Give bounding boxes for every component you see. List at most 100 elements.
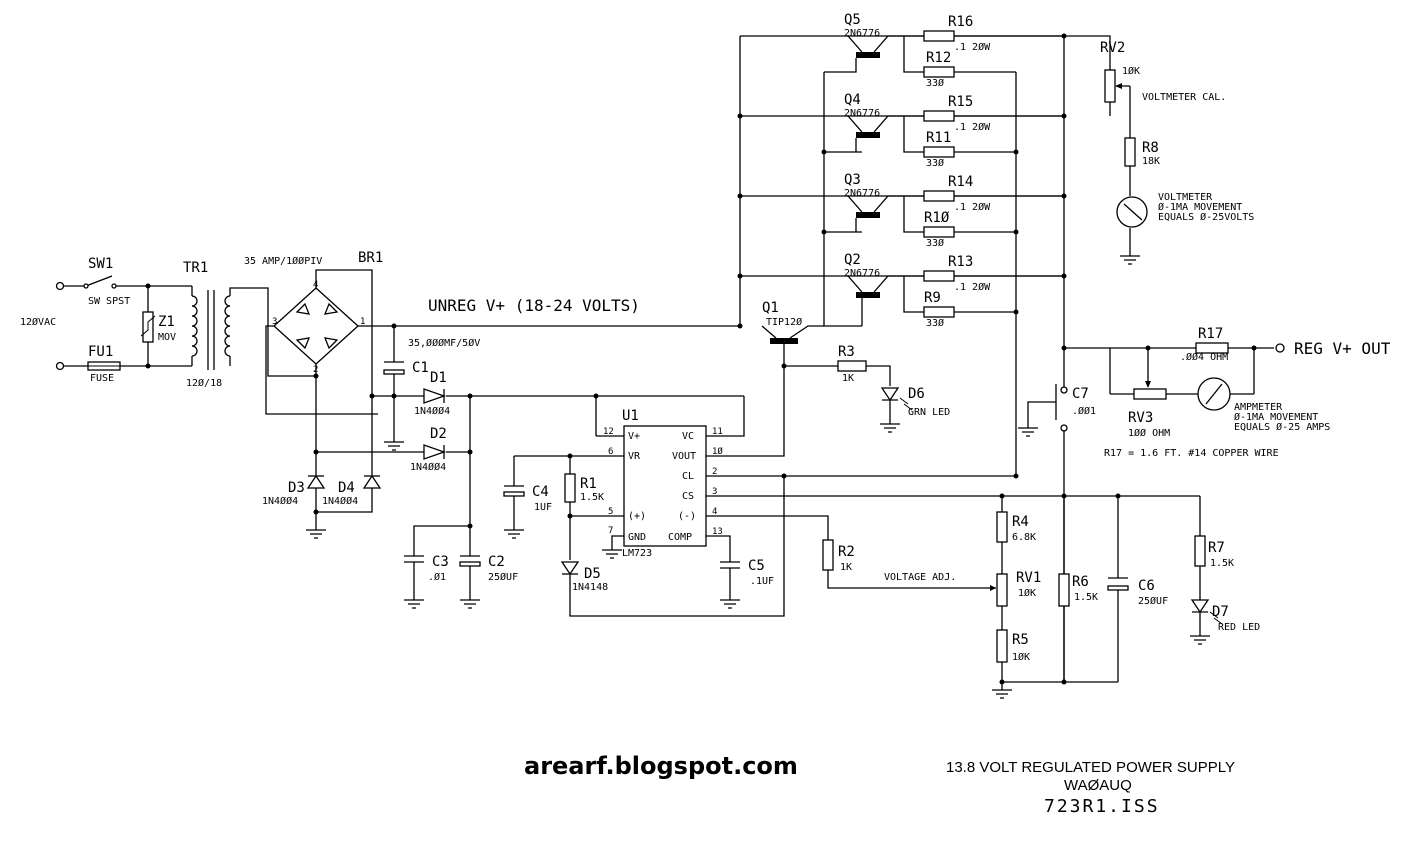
pot-rv1[interactable] xyxy=(996,573,1008,607)
d6-value: GRN LED xyxy=(908,407,950,418)
c1-plate-neg xyxy=(383,369,405,375)
d5-value: 1N4148 xyxy=(572,582,608,593)
q1-leads xyxy=(761,325,891,386)
r1-ref: R1 xyxy=(580,476,597,492)
reg-out-terminal[interactable] xyxy=(1275,343,1285,353)
u1-pin-num-2: 2 xyxy=(712,467,717,477)
u1-pin-name-cl: CL xyxy=(682,471,694,482)
r13-value: .1 2ØW xyxy=(954,281,991,293)
bridge-diode xyxy=(323,302,339,315)
switch-sw1 xyxy=(63,275,148,287)
u1-pin-num-10: 1Ø xyxy=(712,446,723,457)
c6-value: 25ØUF xyxy=(1138,595,1168,607)
lm723-chip xyxy=(623,425,707,547)
c7-terminal xyxy=(1060,424,1068,432)
junction-dot xyxy=(737,273,743,279)
q1-value: TIP12Ø xyxy=(766,316,802,328)
ground-icon xyxy=(992,689,1012,699)
c2-c3-wires xyxy=(413,525,471,600)
q5-leads xyxy=(824,35,1064,73)
br1-pin-4: 4 xyxy=(313,280,318,290)
q4-base-bar xyxy=(856,132,880,138)
r12-value: 33Ø xyxy=(926,77,944,89)
junction-dot xyxy=(737,323,743,329)
u1-pin-name-gnd: GND xyxy=(628,532,646,543)
blog-url[interactable]: arearf.blogspot.com xyxy=(524,752,798,780)
rv3-ammeter-wire xyxy=(1109,348,1254,395)
c1-ref: C1 xyxy=(412,360,429,376)
u1-pin-num-6: 6 xyxy=(608,447,613,457)
ammeter-line-1: AMPMETER xyxy=(1234,402,1283,413)
rv1-ref: RV1 xyxy=(1016,570,1041,586)
z1-value: MOV xyxy=(158,332,176,343)
ammeter-line-2: Ø-1MA MOVEMENT xyxy=(1234,411,1318,423)
resistor-r5 xyxy=(996,629,1008,663)
u1-pin-num-13: 13 xyxy=(712,527,723,537)
br1-pin-3: 3 xyxy=(272,317,277,327)
ground-icon xyxy=(720,568,740,609)
wiper-arrow xyxy=(1115,83,1122,89)
d3-value: 1N4ØØ4 xyxy=(262,495,298,507)
diode-d1 xyxy=(423,388,446,404)
led-rays xyxy=(1209,611,1223,625)
r11-ref: R11 xyxy=(926,130,951,146)
resistor-r4 xyxy=(996,511,1008,543)
r5-value: 1ØK xyxy=(1012,651,1030,663)
resistor-r1 xyxy=(564,473,576,503)
switch-pivot xyxy=(83,283,89,289)
d2-ref: D2 xyxy=(430,426,447,442)
d3-d4-wires xyxy=(315,418,373,530)
junction-dot xyxy=(1061,679,1067,685)
ground-icon xyxy=(460,599,480,609)
sw1-value: SW SPST xyxy=(88,296,130,307)
q2-ref: Q2 xyxy=(844,252,861,268)
q5-base-bar xyxy=(856,52,880,58)
bridge-diode xyxy=(323,337,339,350)
c7-ref: C7 xyxy=(1072,386,1089,402)
secondary-winding xyxy=(224,295,231,357)
q1-ref: Q1 xyxy=(762,300,779,316)
ground-icon xyxy=(880,399,900,433)
rv1-value: 1ØK xyxy=(1018,587,1036,599)
d4-ref: D4 xyxy=(338,480,355,496)
q3-base-bar xyxy=(856,212,880,218)
pot-rv2 xyxy=(1104,69,1116,103)
ground-icon xyxy=(384,441,404,451)
r8-value: 18K xyxy=(1142,156,1160,167)
tr1-ref: TR1 xyxy=(183,260,208,276)
r17-value: .ØØ4 OHM xyxy=(1180,351,1228,363)
r1-d5-wires xyxy=(569,456,785,617)
q3-ref: Q3 xyxy=(844,172,861,188)
c5-ref: C5 xyxy=(748,558,765,574)
voltmeter-line-1: VOLTMETER xyxy=(1158,192,1213,203)
junction-dot xyxy=(467,523,473,529)
q4-leads xyxy=(847,115,1064,153)
resistor-r13 xyxy=(923,270,955,282)
r6-value: 1.5K xyxy=(1074,592,1098,603)
r4-ref: R4 xyxy=(1012,514,1029,530)
sense-wires xyxy=(1001,496,1201,690)
ground-icon xyxy=(404,599,424,609)
r16-ref: R16 xyxy=(948,14,973,30)
q2-base-bar xyxy=(856,292,880,298)
diagram-callsign: WAØAUQ xyxy=(1064,777,1132,794)
resistor-r10 xyxy=(923,226,955,238)
q2-value: 2N6776 xyxy=(844,268,880,279)
c4-ref: C4 xyxy=(532,484,549,500)
r10-ref: R1Ø xyxy=(924,210,950,226)
c3-value: .Ø1 xyxy=(428,571,446,583)
diagram-filename: 723R1.ISS xyxy=(1044,796,1160,817)
c4-plate-neg xyxy=(503,491,525,497)
transistor-q2 xyxy=(847,270,1064,326)
junction-dot xyxy=(999,679,1005,685)
c7-value: .ØØ1 xyxy=(1072,405,1096,417)
ac-terminal-top xyxy=(55,281,65,291)
r5-ref: R5 xyxy=(1012,632,1029,648)
c5-value: .1UF xyxy=(750,576,774,587)
rv3-value: 1ØØ OHM xyxy=(1128,427,1170,439)
wiper-arrow xyxy=(990,585,996,591)
u1-ref: U1 xyxy=(622,408,639,424)
transistor-q3 xyxy=(847,190,1064,238)
r9-ref: R9 xyxy=(924,290,941,306)
